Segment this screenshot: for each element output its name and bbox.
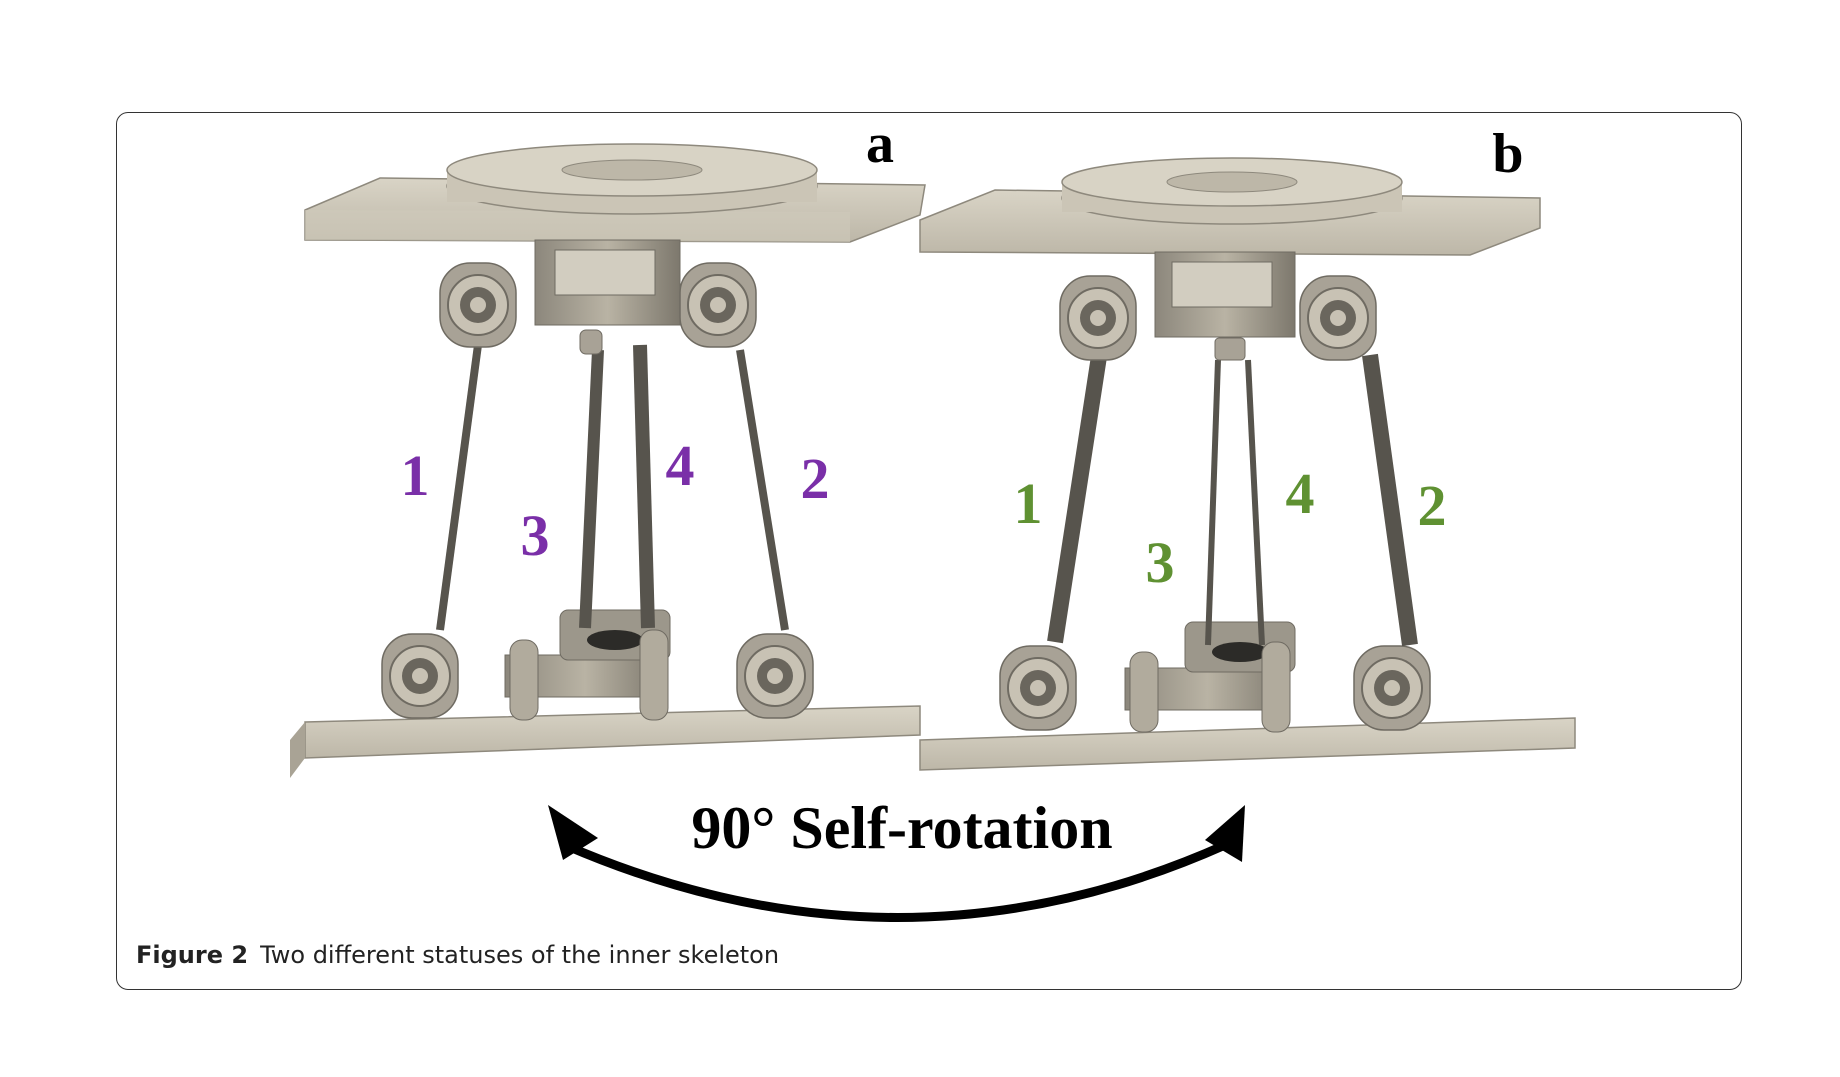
figure-caption-text: Two different statuses of the inner skel…: [260, 941, 780, 969]
panel-a-letter: a: [866, 113, 894, 175]
figure-caption: Figure 2 Two different statuses of the in…: [136, 941, 779, 969]
panel-b-leg-label-4: 4: [1286, 461, 1315, 526]
figure-number: Figure 2: [136, 941, 249, 969]
rotation-label: 90° Self-rotation: [691, 795, 1112, 861]
panel-b-letter: b: [1492, 123, 1523, 185]
panel-b-leg-label-1: 1: [1014, 471, 1043, 536]
figure-frame: [116, 112, 1742, 990]
panel-a-mechanism: 1 3 4 2 a: [290, 113, 926, 778]
panel-a-leg-label-1: 1: [401, 443, 430, 508]
rotation-arrow: [548, 805, 1245, 922]
panel-a-leg-label-2: 2: [801, 446, 830, 511]
panel-b-leg-label-2: 2: [1418, 473, 1447, 538]
panel-a-leg-label-3: 3: [521, 503, 550, 568]
panel-b-leg-label-3: 3: [1146, 530, 1175, 595]
panel-a-leg-label-4: 4: [666, 433, 695, 498]
panel-b-mechanism: 1 3 4 2 b: [919, 123, 1576, 771]
